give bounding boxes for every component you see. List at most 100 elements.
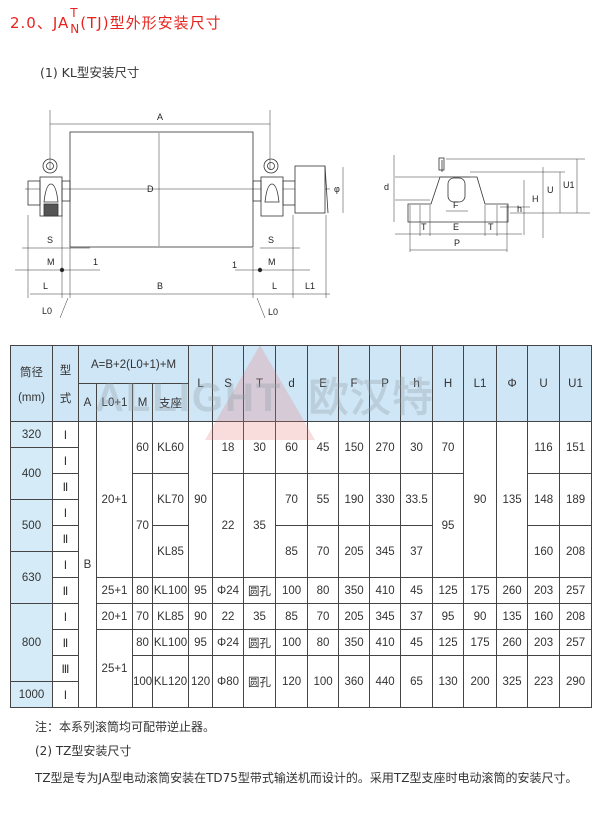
table-cell: 150	[338, 421, 371, 474]
table-cell: 345	[369, 603, 402, 630]
dimension-table-wrapper: 筒径(mm) 型式 A=B+2(L0+1)+M L S T d E F P h …	[10, 345, 593, 708]
table-cell: 350	[338, 577, 371, 604]
tz-description: TZ型是专为JA型电动滚筒安装在TD75型带式输送机而设计的。采用TZ型支座时电…	[35, 771, 578, 785]
table-cell: 116	[527, 421, 561, 474]
dim-label-h-lower: h	[517, 204, 522, 214]
table-cell: 25+1	[96, 577, 133, 604]
table-cell: Φ24	[212, 629, 245, 656]
header-type: 型式	[52, 345, 79, 422]
table-cell: 80	[132, 577, 153, 604]
table-cell: 350	[338, 629, 371, 656]
diameter-cell: 1000	[10, 681, 53, 708]
table-cell: 圆孔	[243, 577, 277, 604]
section-tz-heading: (2) TZ型安装尺寸	[35, 744, 132, 758]
table-cell: Ⅲ	[52, 655, 79, 682]
table-cell: 325	[496, 655, 529, 708]
dim-label-d-small: d	[384, 182, 389, 192]
header-col: E	[307, 345, 340, 422]
table-cell: 95	[188, 629, 214, 656]
header-col: d	[275, 345, 309, 422]
table-cell: 148	[527, 473, 561, 526]
table-cell: 190	[338, 473, 371, 526]
table-cell: 223	[527, 655, 561, 708]
table-cell: 360	[338, 655, 371, 708]
header-col: F	[338, 345, 371, 422]
table-cell: Ⅰ	[52, 603, 79, 630]
diameter-cell: 500	[10, 499, 53, 552]
table-cell: 55	[307, 473, 340, 526]
header-diameter-unit: (mm)	[18, 391, 45, 404]
table-cell: 175	[463, 577, 498, 604]
table-cell: 208	[559, 603, 593, 630]
table-cell: 20+1	[96, 421, 133, 578]
dim-label-t-left: T	[421, 222, 427, 232]
table-cell: 160	[527, 525, 561, 578]
table-cell: 33.5	[400, 473, 434, 526]
header-diameter: 筒径(mm)	[10, 345, 53, 422]
table-cell: 70	[132, 603, 153, 630]
table-cell: 45	[400, 577, 434, 604]
kl-drum-drawing	[15, 110, 344, 319]
dim-label-m-right: M	[268, 257, 276, 267]
dim-label-u: U	[547, 185, 554, 195]
header-col: L	[188, 345, 214, 422]
table-cell: 410	[369, 577, 402, 604]
dim-label-u1: U1	[563, 180, 575, 190]
dim-label-s-right: S	[268, 235, 274, 245]
table-cell: 45	[307, 421, 340, 474]
table-cell: 125	[432, 577, 465, 604]
table-cell: 160	[527, 603, 561, 630]
dim-label-l0-right: L0	[268, 307, 278, 317]
table-cell: KL100	[151, 577, 190, 604]
table-cell: Ⅰ	[52, 681, 79, 708]
dim-label-t-right: T	[488, 222, 494, 232]
dim-label-l1: L1	[305, 281, 315, 291]
table-cell: Φ24	[212, 577, 245, 604]
table-cell: 30	[400, 421, 434, 474]
table-cell: 37	[400, 603, 434, 630]
table-cell: 270	[369, 421, 402, 474]
header-col: T	[243, 345, 277, 422]
table-cell: 95	[432, 473, 465, 578]
table-cell: 330	[369, 473, 402, 526]
header-formula: A=B+2(L0+1)+M	[77, 345, 190, 384]
table-cell: KL85	[151, 525, 190, 578]
table-cell: 35	[243, 473, 277, 578]
header-col: U	[527, 345, 561, 422]
table-cell: Ⅱ	[52, 577, 79, 604]
table-cell: 205	[338, 525, 371, 578]
table-cell: 圆孔	[243, 629, 277, 656]
table-cell: 130	[432, 655, 465, 708]
header-col: L1	[463, 345, 498, 422]
table-cell: 120	[188, 655, 214, 708]
table-cell: 35	[243, 603, 277, 630]
table-cell: Ⅱ	[52, 629, 79, 656]
table-cell: Ⅰ	[52, 499, 79, 526]
table-cell: 45	[400, 629, 434, 656]
header-type-bottom: 式	[59, 392, 72, 405]
table-cell: 260	[496, 629, 529, 656]
header-row-2: A L0+1 M 支座	[11, 383, 592, 422]
dim-label-1-left: 1	[93, 257, 98, 267]
table-cell: Ⅱ	[52, 525, 79, 552]
table-cell: 290	[559, 655, 593, 708]
header-col: Φ	[496, 345, 529, 422]
dim-label-d: D	[147, 184, 154, 194]
table-cell: 70	[132, 473, 153, 578]
tz-support-drawing	[393, 155, 590, 252]
table-cell: 22	[212, 603, 245, 630]
table-cell: 203	[527, 577, 561, 604]
header-sub: L0+1	[96, 383, 133, 422]
table-cell: 90	[188, 603, 214, 630]
dim-label-1-right: 1	[232, 260, 237, 270]
dim-label-f: F	[453, 200, 459, 210]
table-cell: 85	[275, 603, 309, 630]
table-cell: Ⅱ	[52, 473, 79, 500]
table-cell: 410	[369, 629, 402, 656]
dim-label-l-left: L	[43, 281, 48, 291]
